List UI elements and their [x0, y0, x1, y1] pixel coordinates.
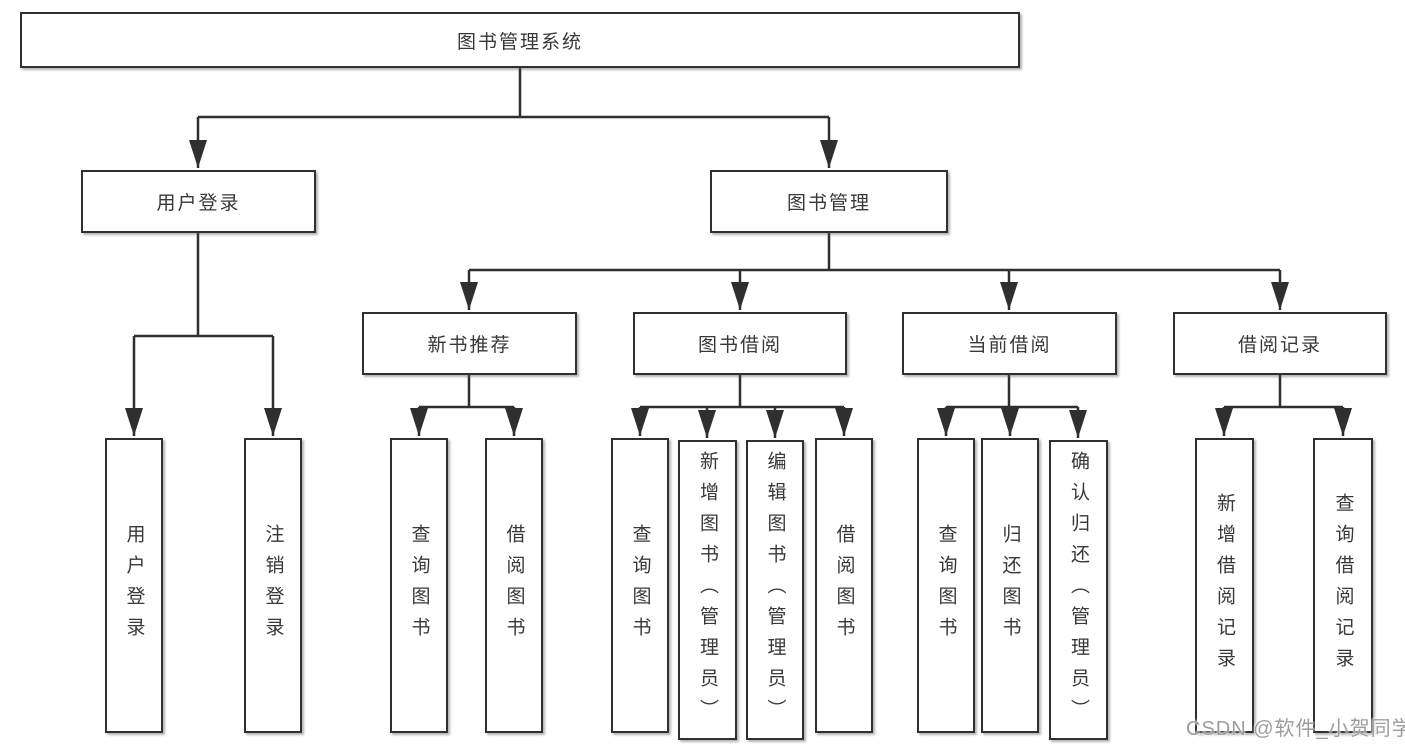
leaf-add-book-admin-label: 新增图书（管理员）	[697, 450, 718, 730]
leaf-add-book-admin: 新增图书（管理员）	[678, 440, 737, 740]
leaf-add-borrow-record-label: 新增借阅记录	[1214, 492, 1235, 679]
node-current-borrow: 当前借阅	[902, 312, 1117, 375]
leaf-query-borrow-record-label: 查询借阅记录	[1332, 492, 1354, 679]
node-system-root: 图书管理系统	[20, 12, 1020, 68]
node-new-book-recommend: 新书推荐	[362, 312, 577, 375]
leaf-edit-book-admin-label: 编辑图书（管理员）	[764, 450, 786, 730]
leaf-add-borrow-record: 新增借阅记录	[1195, 438, 1254, 733]
leaf-user-login: 用户登录	[105, 438, 163, 733]
leaf-current-query-book-label: 查询图书	[935, 523, 957, 648]
leaf-edit-book-admin: 编辑图书（管理员）	[746, 440, 804, 740]
leaf-query-borrow-record: 查询借阅记录	[1313, 438, 1373, 733]
csdn-watermark: CSDN @软件_小贺同学	[1186, 718, 1405, 740]
leaf-recommend-borrow-book: 借阅图书	[485, 438, 543, 733]
leaf-recommend-query-book: 查询图书	[390, 438, 448, 733]
leaf-recommend-query-book-label: 查询图书	[408, 523, 430, 648]
leaf-logout-login: 注销登录	[244, 438, 302, 733]
leaf-user-login-label: 用户登录	[123, 523, 145, 648]
node-borrow-record: 借阅记录	[1173, 312, 1387, 375]
leaf-confirm-return-admin: 确认归还（管理员）	[1049, 440, 1108, 740]
leaf-borrow-book-label: 借阅图书	[833, 523, 855, 648]
leaf-current-query-book: 查询图书	[917, 438, 975, 733]
leaf-return-book-label: 归还图书	[999, 523, 1021, 648]
node-book-borrow: 图书借阅	[633, 312, 847, 375]
leaf-logout-login-label: 注销登录	[262, 523, 284, 648]
leaf-recommend-borrow-book-label: 借阅图书	[503, 523, 525, 648]
leaf-borrow-query-book-label: 查询图书	[629, 523, 651, 648]
node-user-login: 用户登录	[81, 170, 316, 233]
leaf-confirm-return-admin-label: 确认归还（管理员）	[1068, 450, 1089, 730]
node-book-management: 图书管理	[710, 170, 948, 233]
leaf-return-book: 归还图书	[981, 438, 1039, 733]
leaf-borrow-query-book: 查询图书	[611, 438, 669, 733]
leaf-borrow-book: 借阅图书	[815, 438, 873, 733]
